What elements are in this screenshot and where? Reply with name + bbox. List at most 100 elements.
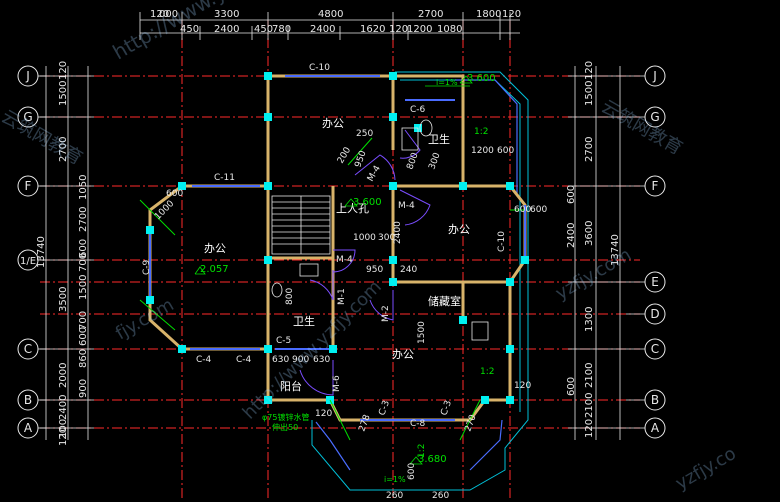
room-storage: 储藏室: [428, 294, 461, 308]
top-dimension-row2: 450 2400 450 780 2400 1620 120 1200 1080: [180, 24, 462, 35]
dim-left-17: 120: [58, 427, 69, 446]
dim-misc-260a: 260: [386, 491, 403, 501]
slope-right-bottom: 1:2: [480, 367, 494, 377]
dim-misc-950b: 950: [366, 265, 383, 275]
door-swing-5: [369, 290, 394, 321]
door-swing-2: [399, 189, 431, 226]
dim-misc-600a: 600: [497, 146, 514, 156]
label-window-c6: C-6: [410, 105, 426, 115]
green-dimension-marks: [139, 137, 525, 441]
column: [329, 345, 337, 353]
axis-label-right-d: D: [650, 307, 659, 321]
dim-right-2: 120: [584, 61, 595, 80]
dim-misc-300b: 300: [378, 233, 395, 243]
column: [521, 256, 529, 264]
dim-right-7: 1300: [584, 307, 595, 332]
dim-misc-900: 900: [292, 355, 309, 365]
column: [506, 278, 514, 286]
column: [389, 72, 397, 80]
room-office-bottom: 办公: [392, 348, 414, 361]
dim-top-2e: 2400: [310, 24, 335, 35]
axis-label-left-c: C: [24, 342, 32, 356]
level-bottom: 3.680: [418, 454, 447, 465]
label-window-c11: C-11: [214, 173, 235, 183]
axis-label-right-a: A: [651, 421, 660, 435]
label-window-c10: C-10: [309, 63, 330, 73]
label-door-m6: M-6: [332, 375, 342, 392]
left-dimension-lines: [40, 66, 94, 440]
room-bath-mid: 卫生: [293, 314, 315, 328]
column: [178, 182, 186, 190]
dim-left-total: 13740: [36, 236, 47, 268]
room-balcony: 阳台: [280, 379, 302, 393]
axis-label-right-g: G: [650, 110, 659, 124]
dim-right-total: 13740: [610, 234, 621, 266]
column: [506, 396, 514, 404]
dim-top-2a: 450: [180, 24, 199, 35]
dim-top-1a: 120: [150, 9, 169, 20]
dim-top-1e: 1800: [476, 9, 501, 20]
dim-top-1a2: 000: [159, 9, 178, 20]
axis-label-right-b: B: [651, 393, 659, 407]
room-stair: 上人孔: [336, 202, 369, 215]
dim-left-1: 1500: [58, 81, 69, 106]
dim-top-2g: 120: [389, 24, 408, 35]
column: [459, 182, 467, 190]
room-office-top: 办公: [322, 117, 344, 130]
wall-top-right-b: [393, 74, 465, 186]
stair: [271, 195, 331, 255]
column: [389, 113, 397, 121]
dim-left-5: 1050: [78, 175, 89, 200]
dim-left-2: 120: [58, 61, 69, 80]
pipe-note-line1: φ75镀锌水管: [262, 412, 309, 422]
level-marks: 3.600 3.600 2.057 3.680 i=1% 1:2 1:2 1:2…: [200, 73, 496, 484]
column: [506, 182, 514, 190]
dim-misc-630b: 630: [313, 355, 330, 365]
slope-top: i=1%: [436, 78, 458, 87]
dim-top-2c: 450: [254, 24, 273, 35]
axis-label-left-f: F: [25, 179, 32, 193]
dim-left-11: 600: [78, 327, 89, 346]
wall-bath: [268, 256, 335, 349]
toilet-top: [401, 127, 419, 151]
pipe-note: φ75镀锌水管 伸出50: [262, 412, 309, 432]
windows: [149, 75, 526, 421]
room-office-right: 办公: [448, 223, 470, 236]
dim-right-11: 120: [584, 419, 595, 438]
dim-left-13: 2000: [58, 363, 69, 388]
room-labels: 办公 办公 办公 办公 卫生 卫生 储藏室 阳台 上人孔: [204, 117, 470, 393]
level-top: 3.600: [467, 73, 496, 84]
column: [264, 396, 272, 404]
dim-left-14: 2400: [58, 395, 69, 420]
axis-label-left-g: G: [23, 110, 32, 124]
label-window-c9: C-9: [142, 259, 152, 275]
dim-top-1d: 2700: [418, 9, 443, 20]
dim-right-6: 3600: [584, 221, 595, 246]
door-swing-7: [399, 129, 421, 159]
label-window-c4b: C-4: [236, 355, 252, 365]
dim-left-6: 600: [78, 239, 89, 258]
window-labels: C-10 C-11 C-6 C-4 C-4 C-5 C-9 C-10 C-3 C…: [142, 63, 507, 429]
dim-top-2b: 2400: [214, 24, 239, 35]
door-swing-3: [332, 249, 356, 273]
dim-misc-1000b: 2400: [393, 221, 403, 244]
dim-right-4: 600: [566, 185, 577, 204]
door-swing-6: [299, 360, 334, 396]
basin-mid: [271, 282, 283, 298]
dim-top-1c: 4800: [318, 9, 343, 20]
door-swing-4: [309, 270, 334, 301]
label-window-c5: C-5: [276, 336, 291, 346]
top-dimension-lines: [139, 12, 520, 40]
dim-left-12: 860: [78, 349, 89, 368]
label-door-m1: M-1: [337, 288, 347, 305]
dim-misc-1200: 1200: [471, 146, 494, 156]
dim-misc-600e: 120: [514, 381, 531, 391]
dim-misc-600b: 600: [514, 205, 531, 215]
column: [389, 278, 397, 286]
slab-edge-blue: [315, 79, 518, 471]
right-dimension-lines: [568, 66, 626, 440]
dim-misc-250: 250: [356, 129, 373, 139]
column: [389, 256, 397, 264]
